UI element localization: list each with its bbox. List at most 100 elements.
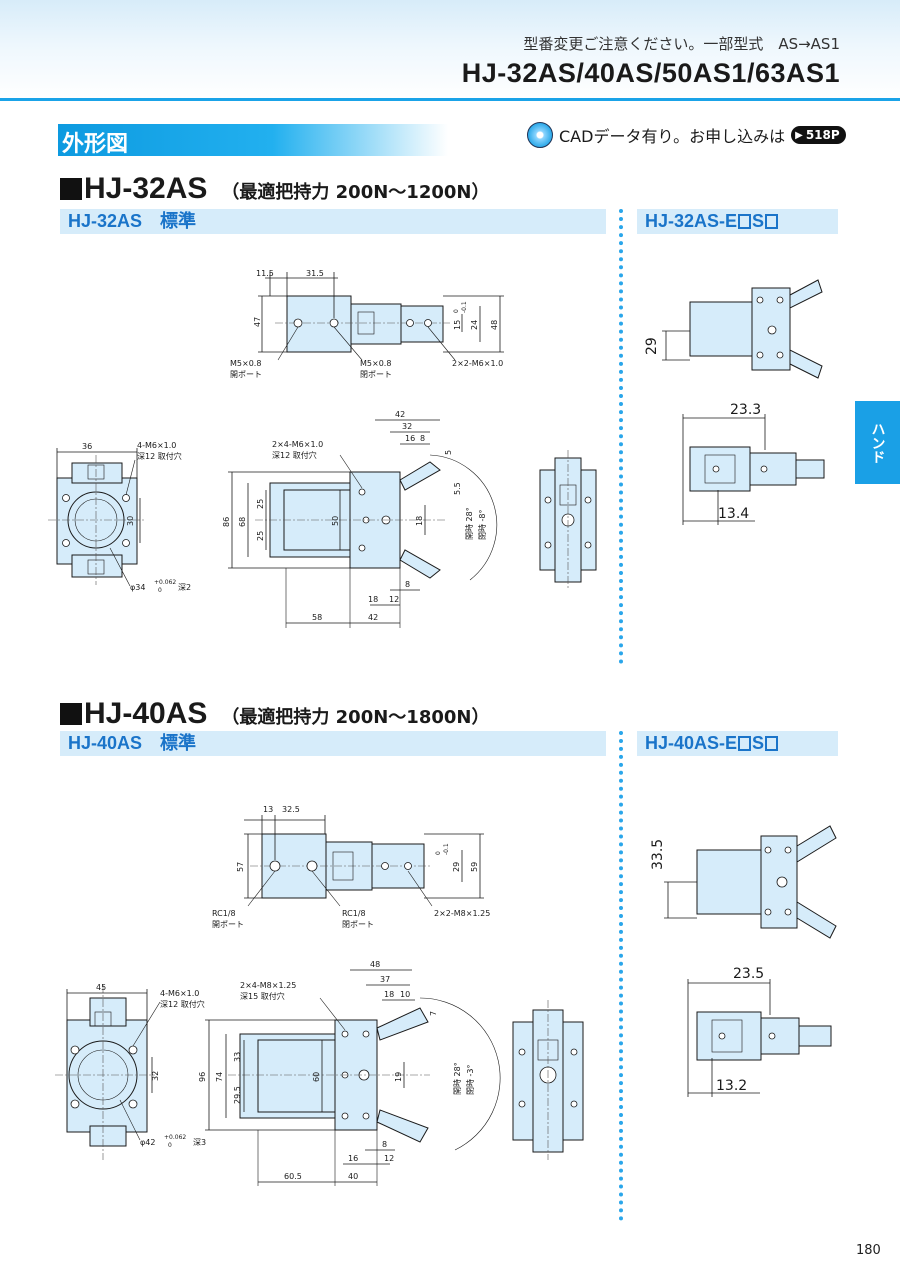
standard-label-bar: HJ-40AS 標準 [60, 731, 606, 756]
dim-text: 60 [312, 1072, 321, 1082]
dim-text: 8 [382, 1140, 387, 1149]
placeholder-box [738, 214, 752, 229]
angle-close: 閉時 -8° [478, 509, 487, 540]
note: 深12 取付穴 [137, 451, 182, 461]
side-tab-hand[interactable]: ハンド [855, 401, 900, 484]
product-heading-2: HJ-40AS （最適把持力 200N～1800N） [60, 697, 489, 731]
dim-text: 32 [402, 422, 412, 431]
dim-text: 47 [253, 317, 262, 327]
hj32-side-view [539, 450, 597, 590]
section-tab: 外形図 [58, 124, 448, 157]
angle-open: 開時 28° [465, 507, 474, 540]
cad-text: CADデータ有り。お申し込みは [559, 127, 786, 146]
header-band [0, 0, 900, 100]
dim-text: 18 [368, 595, 378, 604]
hj32-top-view: 11.5 31.5 47 0 -0.1 15 24 48 M5×0.8 開ポート… [230, 269, 504, 379]
dim-text: 0 [158, 587, 162, 594]
dim-text: 0 [453, 309, 460, 313]
dim-text: 16 [405, 434, 415, 443]
tap-label: 2×2-M8×1.25 [434, 909, 490, 918]
dim-text: 25 [256, 499, 265, 509]
dim-text: 18 [415, 516, 424, 526]
dim-text: 0 [435, 851, 442, 855]
dim-text: 0 [168, 1142, 172, 1149]
dim-text: 18 [384, 990, 394, 999]
cd-icon [527, 122, 553, 148]
dim-text: 37 [380, 975, 390, 984]
dim-text: 45 [96, 983, 106, 992]
dim-text: 74 [215, 1072, 224, 1082]
hj40-side-view [512, 1000, 584, 1160]
note: 2×4-M8×1.25 [240, 981, 296, 990]
square-bullet [60, 703, 82, 725]
note: 深12 取付穴 [272, 450, 317, 460]
note: 4-M6×1.0 [137, 441, 176, 450]
play-icon: ▶ [795, 129, 803, 141]
dim-text: +0.062 [154, 579, 176, 586]
product-heading-1: HJ-32AS （最適把持力 200N～1200N） [60, 172, 489, 206]
hj32-variant-view: 29 23.3 13.4 [644, 279, 825, 525]
grip-force: （最適把持力 200N～1800N） [221, 707, 490, 728]
placeholder-box [765, 736, 779, 751]
header-rule [0, 98, 900, 101]
port-label: M5×0.8 [360, 359, 391, 368]
dim-text: 59 [470, 862, 479, 872]
dim-text: 30 [126, 516, 135, 526]
variant-prefix: HJ-40AS-E [645, 733, 738, 753]
dim-text: 16 [348, 1154, 358, 1163]
standard-label: HJ-40AS 標準 [68, 733, 197, 753]
dim-text: 5.5 [453, 482, 462, 495]
dim-text: 32.5 [282, 805, 300, 814]
dim-text: 23.5 [733, 966, 764, 982]
angle-close: 閉時 -3° [466, 1064, 475, 1095]
dim-text: 11.5 [256, 269, 274, 278]
dim-text: 33.5 [650, 839, 666, 870]
hj40-variant-view: 33.5 23.5 13.2 [650, 825, 837, 1097]
dim-text: -0.1 [443, 843, 450, 855]
dim-text: 24 [470, 320, 479, 330]
hj40-front-view: 2×4-M8×1.25 深15 取付穴 96 74 33 29.5 60 19 … [198, 960, 501, 1186]
standard-label: HJ-32AS 標準 [68, 211, 197, 231]
dim-text: 32 [151, 1071, 160, 1081]
dim-text: 23.3 [730, 402, 761, 418]
dim-text: 深2 [178, 583, 191, 592]
page-number: 180 [856, 1243, 881, 1258]
product-name: HJ-40AS [84, 697, 208, 730]
dim-text: 58 [312, 613, 322, 622]
dim-text: 13.2 [716, 1078, 747, 1094]
column-divider [619, 731, 623, 1221]
hj40-end-view: 45 4-M6×1.0 深12 取付穴 32 φ42 +0.062 0 深3 [55, 983, 206, 1160]
section-title: 外形図 [62, 132, 129, 157]
model-change-notice: 型番変更ご注意ください。一部型式 AS→AS1 [523, 35, 840, 53]
dim-text: 15 [453, 320, 462, 330]
dim-text: 12 [389, 595, 399, 604]
variant-label-bar: HJ-40AS-E S [637, 731, 838, 756]
grip-force: （最適把持力 200N～1200N） [221, 182, 490, 203]
hj32-front-view: 2×4-M6×1.0 深12 取付穴 86 68 25 25 50 18 42 … [222, 410, 498, 628]
port-label: 閉ポート [360, 370, 392, 379]
dim-text: 8 [405, 580, 410, 589]
port-label: 閉ポート [342, 920, 374, 929]
dim-text: -0.1 [461, 301, 468, 313]
cad-note[interactable]: CADデータ有り。お申し込みは ▶518P [527, 122, 846, 148]
variant-mid: S [752, 733, 765, 753]
dim-text: 86 [222, 517, 231, 527]
page-ref-link[interactable]: ▶518P [791, 126, 846, 144]
dim-text: 96 [198, 1072, 207, 1082]
dim-text: 5 [444, 450, 453, 455]
note: 深15 取付穴 [240, 991, 285, 1001]
column-divider [619, 209, 623, 664]
port-label: RC1/8 [342, 909, 366, 918]
standard-label-bar: HJ-32AS 標準 [60, 209, 606, 234]
port-label: RC1/8 [212, 909, 236, 918]
dim-text: 8 [420, 434, 425, 443]
dim-text: 60.5 [284, 1172, 302, 1181]
dim-text: φ42 [140, 1138, 155, 1147]
dim-text: 10 [400, 990, 410, 999]
note: 4-M6×1.0 [160, 989, 199, 998]
hj40-top-view: 13 32.5 57 0 -0.1 29 59 RC1/8 開ポート RC1/8… [212, 805, 490, 929]
dim-text: 31.5 [306, 269, 324, 278]
hj32-end-view: 36 4-M6×1.0 深12 取付穴 30 φ34 +0.062 0 深2 [48, 441, 191, 594]
port-label: 開ポート [230, 370, 262, 379]
